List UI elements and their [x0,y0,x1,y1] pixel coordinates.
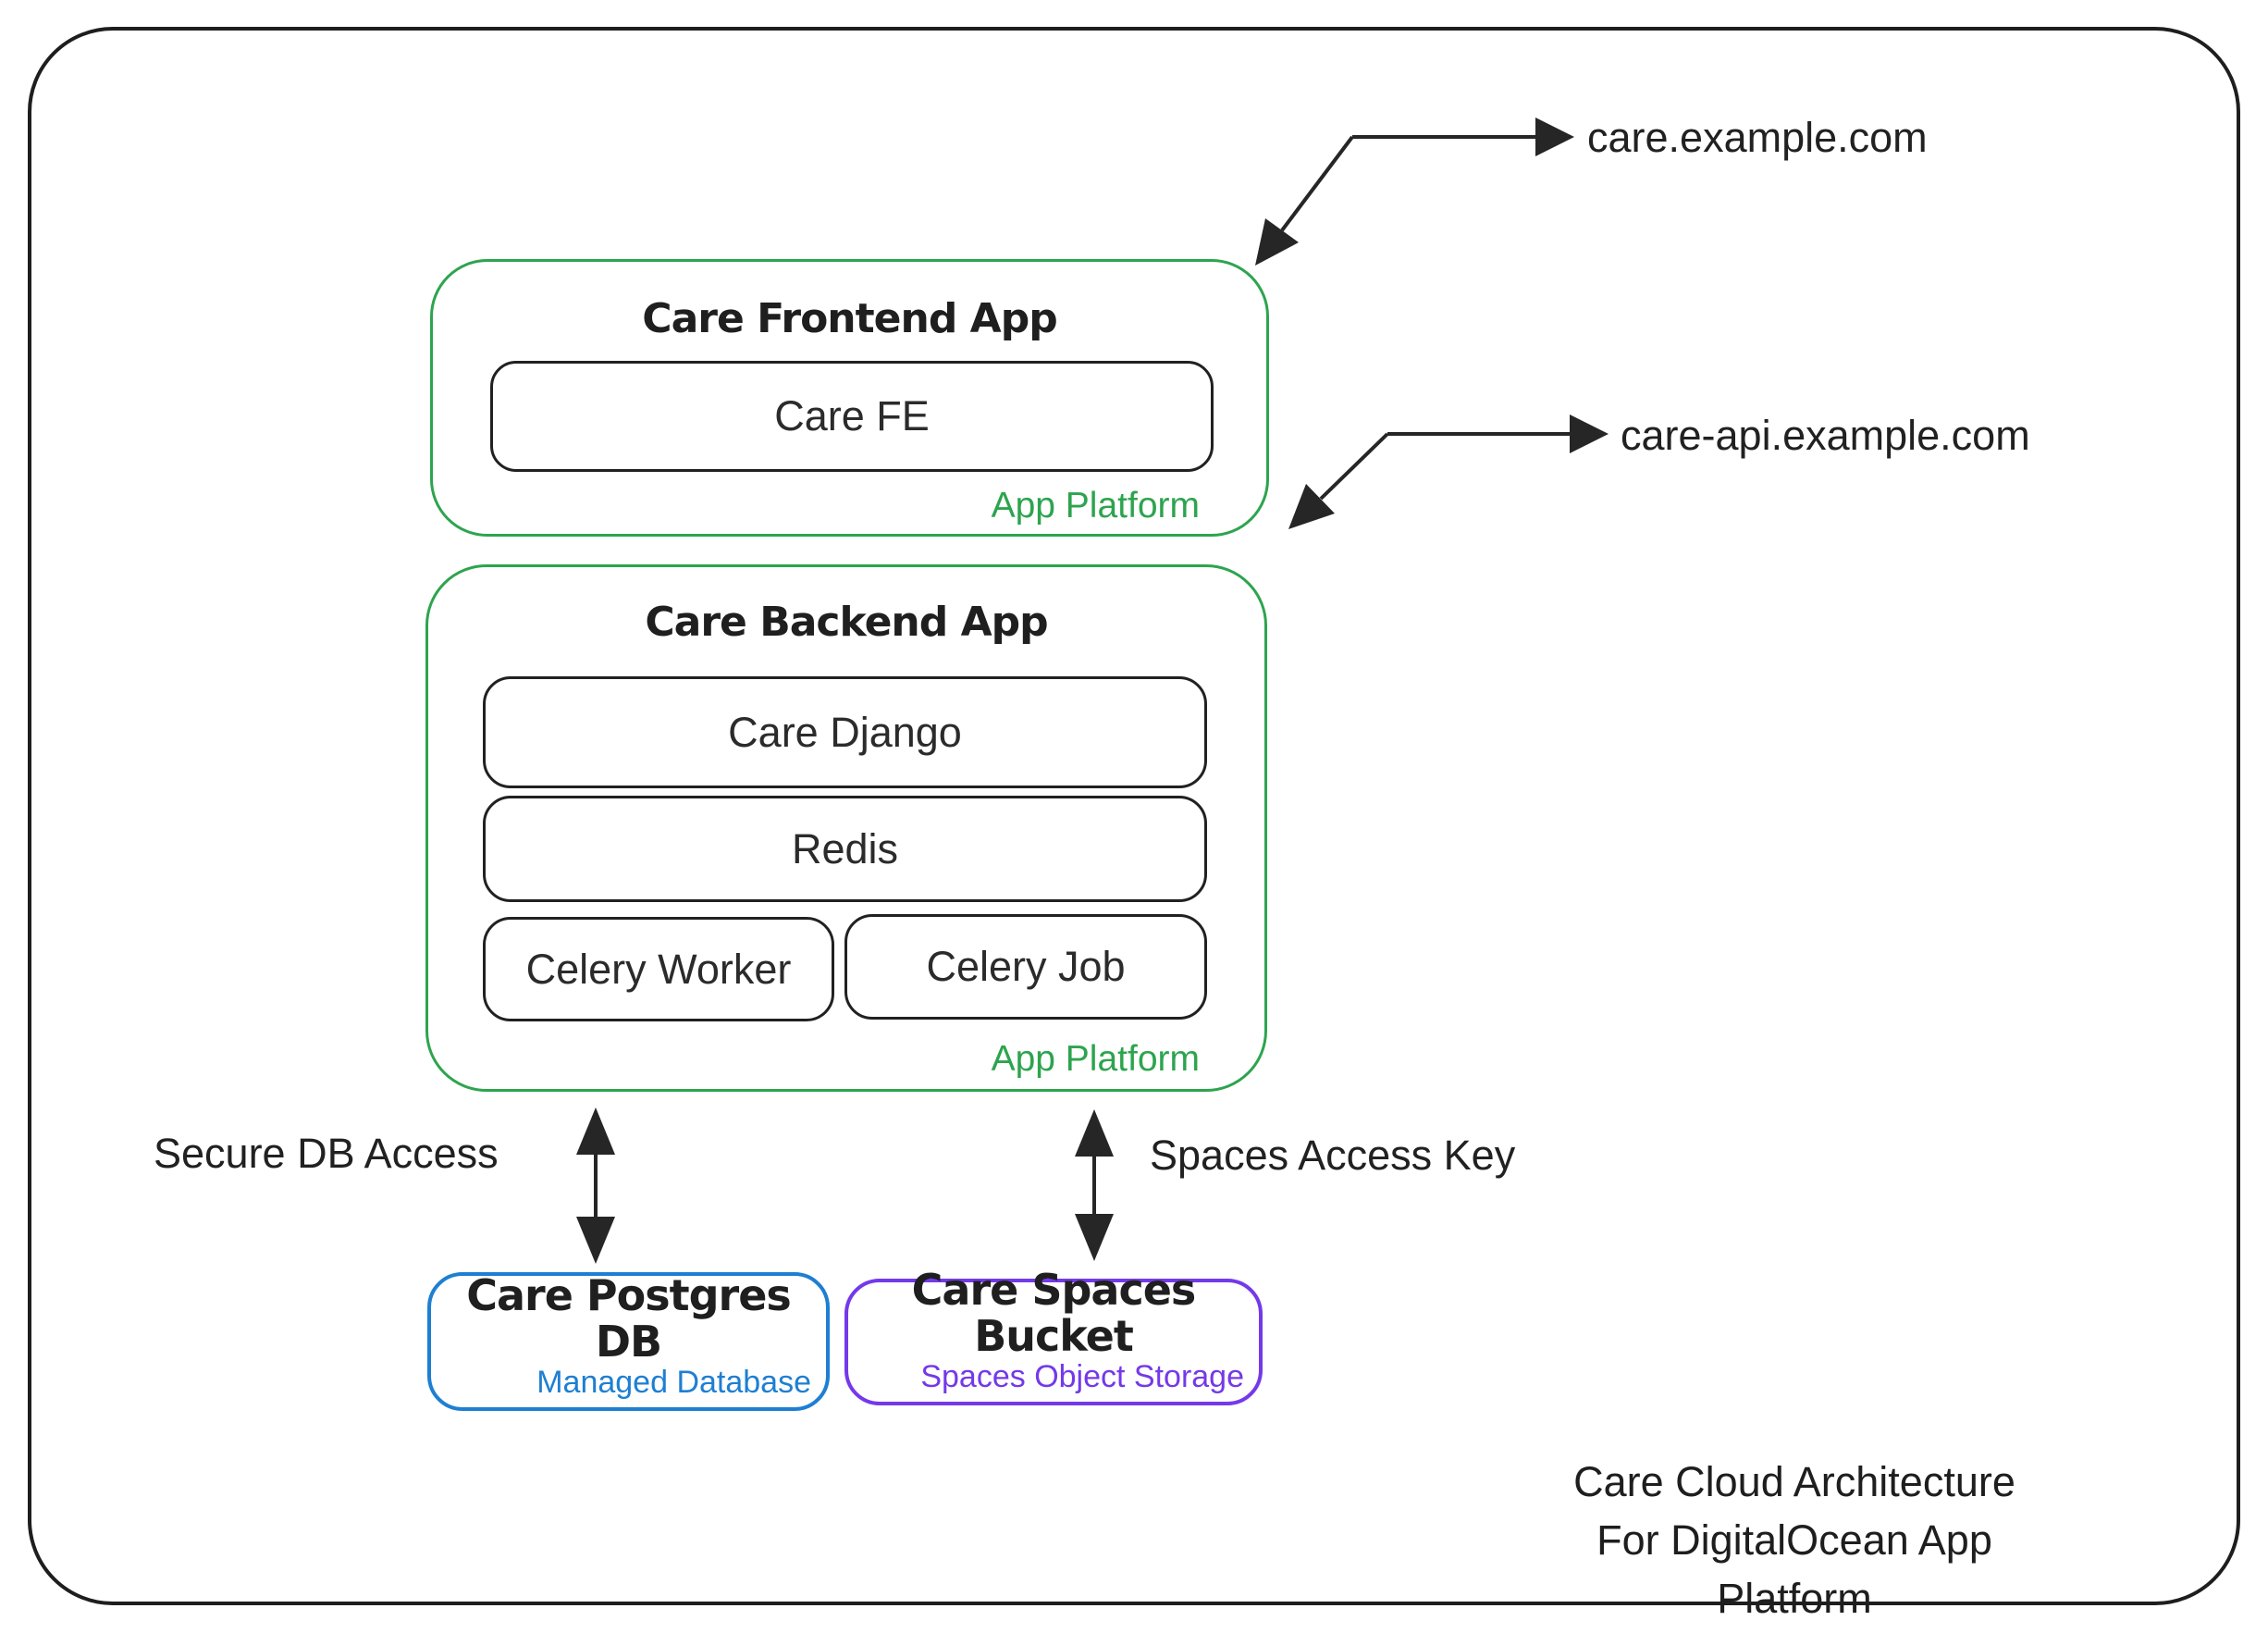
postgres-db-subtitle: Managed Database [536,1365,811,1400]
care-fe-label: Care FE [774,392,930,439]
secure-db-access-label: Secure DB Access [154,1130,499,1177]
celery-worker-label: Celery Worker [525,945,792,993]
spaces-bucket-subtitle: Spaces Object Storage [920,1359,1244,1394]
celery-job-node: Celery Job [844,914,1207,1020]
redis-node: Redis [483,796,1207,902]
frontend-domain-label: care.example.com [1587,114,1928,161]
frontend-app-title: Care Frontend App [642,295,1057,342]
redis-label: Redis [791,824,899,872]
spaces-access-key-label: Spaces Access Key [1150,1132,1516,1179]
spaces-bucket-node: Care Spaces Bucket Spaces Object Storage [844,1267,1263,1405]
outer-frame [28,27,2240,1605]
app-platform-label-frontend: App Platform [991,486,1200,526]
postgres-db-node: Care Postgres DB Managed Database [427,1272,830,1411]
celery-job-label: Celery Job [926,943,1126,990]
caption-line-2: For DigitalOcean App Platform [1596,1516,1992,1622]
app-platform-label-backend: App Platform [991,1039,1200,1079]
celery-worker-node: Celery Worker [483,917,834,1021]
backend-domain-label: care-api.example.com [1621,412,2030,459]
diagram-caption: Care Cloud Architecture For DigitalOcean… [1517,1453,2072,1627]
backend-app-group: Care Backend App Care Django Redis Celer… [425,564,1267,1092]
care-django-node: Care Django [483,676,1207,788]
care-django-label: Care Django [728,708,962,756]
backend-app-title: Care Backend App [645,599,1048,646]
care-fe-node: Care FE [490,361,1214,472]
frontend-app-group: Care Frontend App Care FE App Platform [430,259,1269,537]
spaces-bucket-title: Care Spaces Bucket [911,1265,1197,1361]
postgres-db-title: Care Postgres DB [466,1270,792,1367]
caption-line-1: Care Cloud Architecture [1573,1458,2015,1505]
